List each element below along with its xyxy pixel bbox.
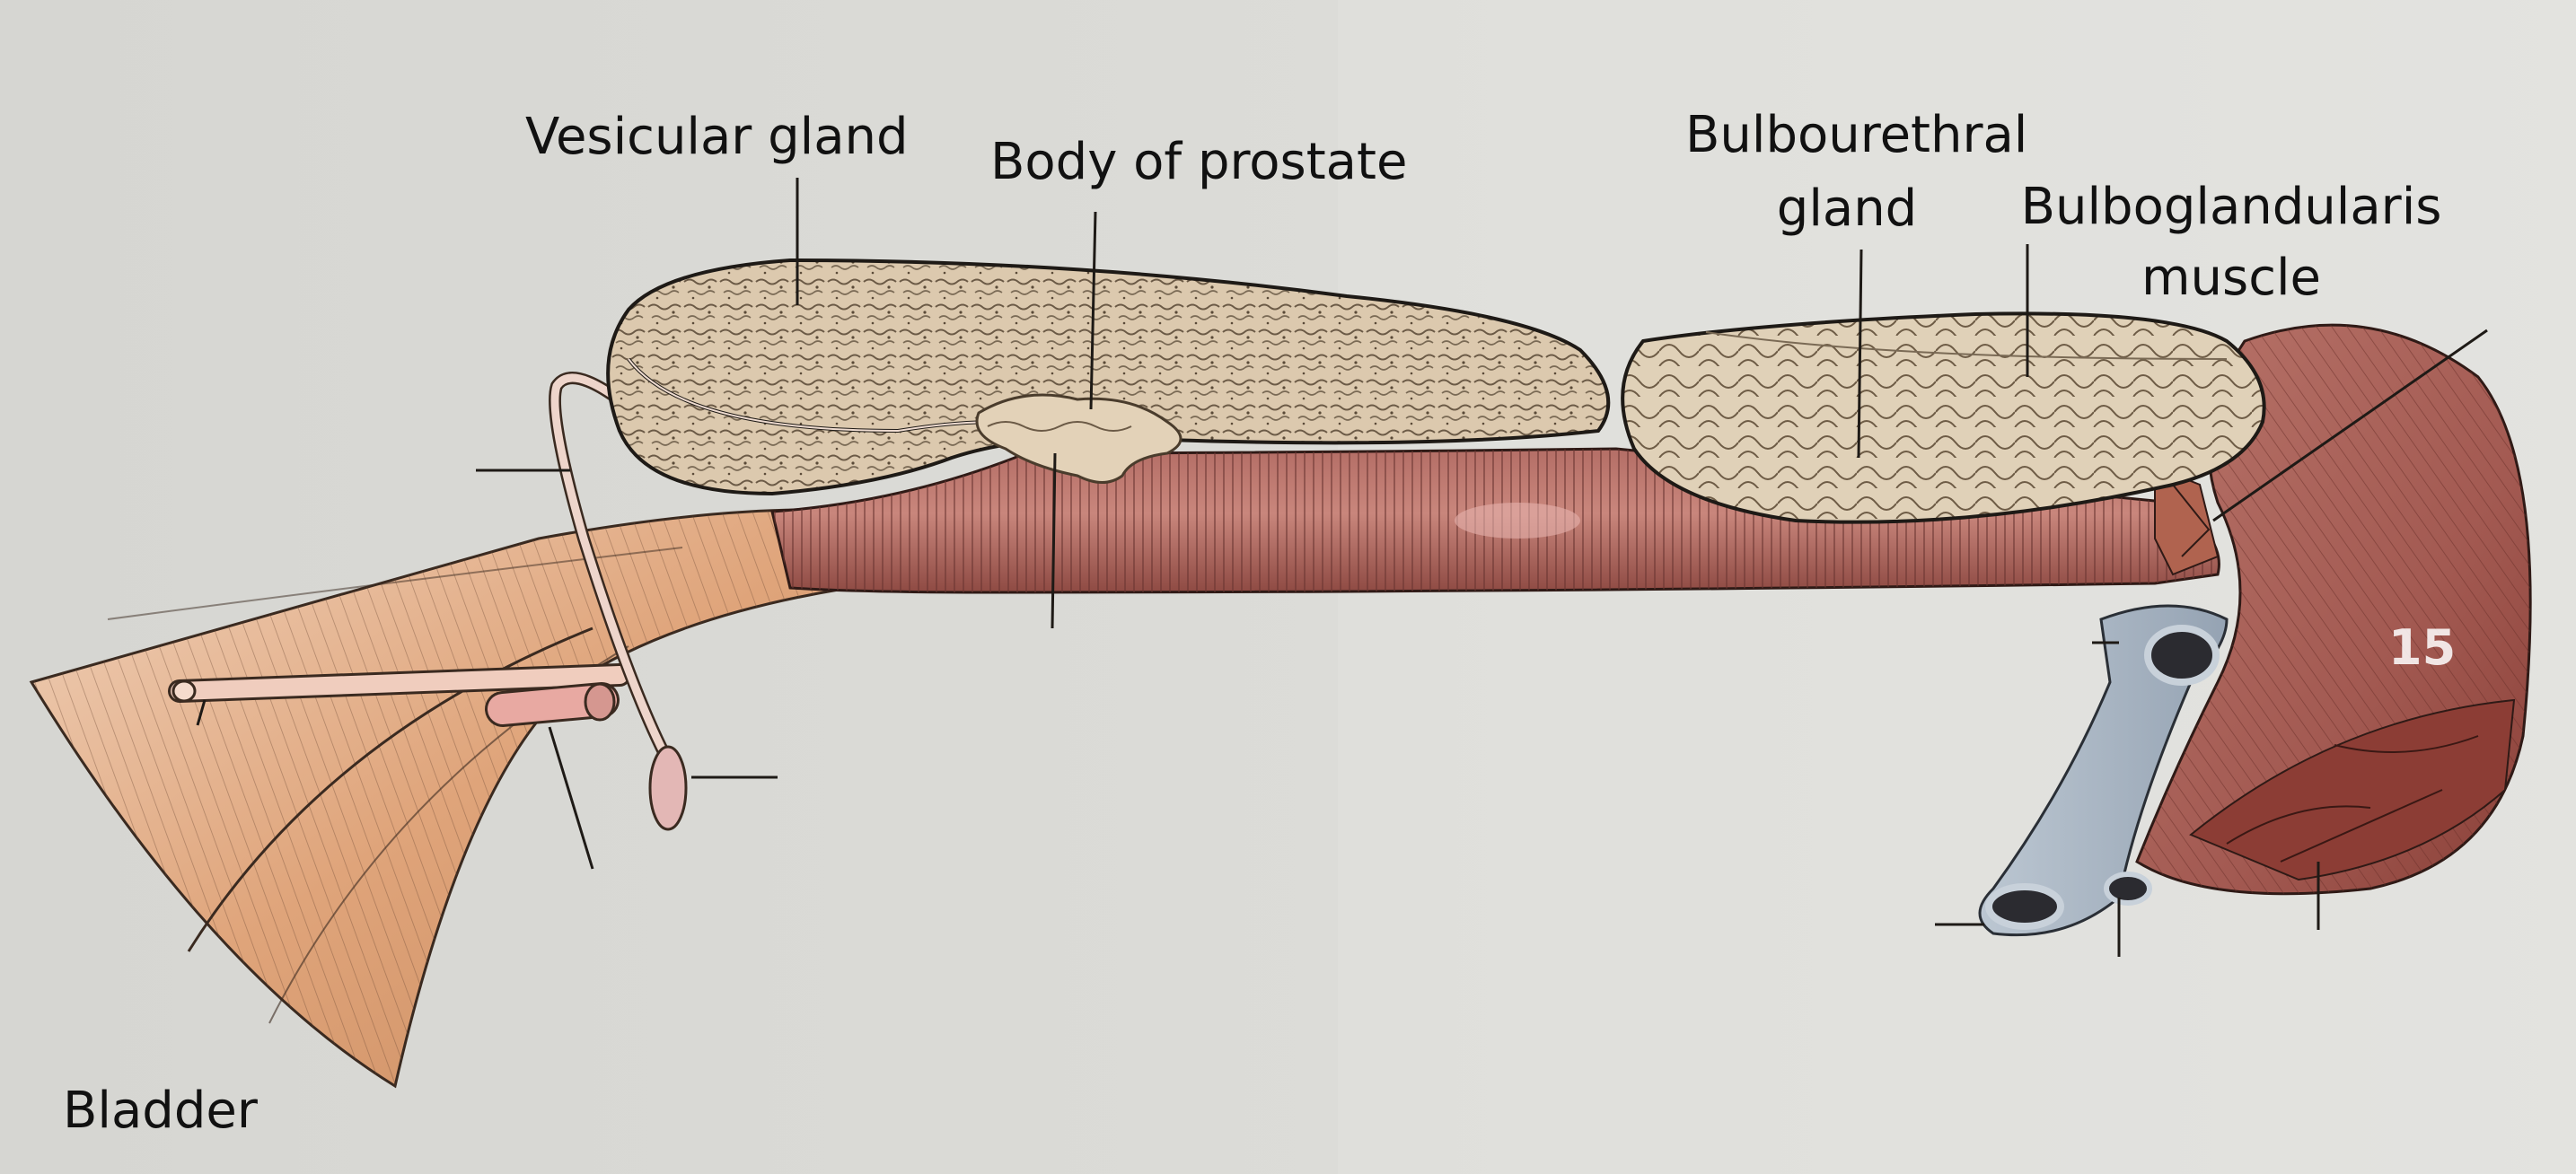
label-bulbourethral-line2: gland [1776,180,1918,238]
leader-lines [196,178,2488,957]
bladder-shape [29,508,882,1089]
bulb-muscle [2135,323,2532,896]
label-bladder: Bladder [63,1082,258,1140]
panel-number: 15 [2388,619,2457,676]
label-body-of-prostate: Body of prostate [990,133,1408,191]
ductus-deferens [168,663,631,727]
bulbourethral-gland-shape [1621,311,2266,524]
vas-loop [549,372,688,831]
label-bulboglandularis-line2: muscle [2141,249,2322,307]
vesicular-gland-shape [606,258,1611,496]
prostate-body-shape [975,393,1182,484]
label-vesicular-gland: Vesicular gland [525,108,909,166]
label-bulboglandularis-line1: Bulboglandularis [2020,178,2442,236]
label-bulbourethral-line1: Bulbourethral [1685,106,2028,164]
